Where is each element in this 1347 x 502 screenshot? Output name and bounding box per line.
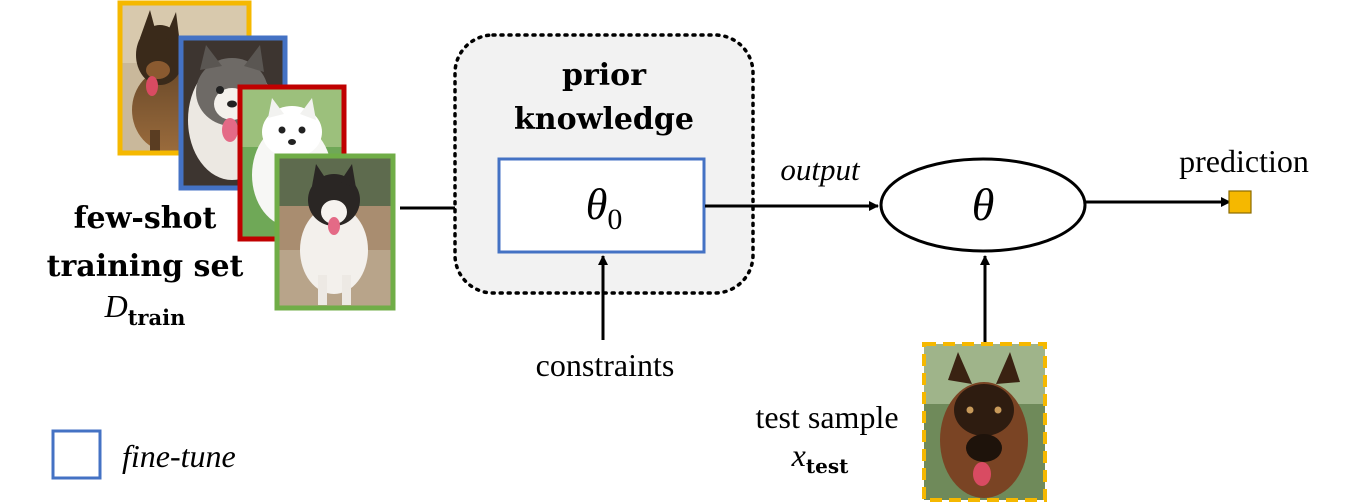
test-sample-label: test sample (755, 399, 898, 435)
model-theta-symbol: θ (972, 179, 995, 230)
training-photos (117, 0, 396, 311)
training-set-letter: D (104, 288, 128, 324)
malamute-photo (274, 153, 396, 311)
test-german-shepherd-photo (922, 342, 1047, 502)
prediction-marker (1228, 190, 1252, 214)
theta0-subscript: 0 (607, 203, 622, 236)
theta0-letter: θ (586, 180, 608, 229)
training-label-line1: few-shot (74, 201, 217, 236)
test-sample-letter: x (791, 437, 806, 473)
prior-knowledge-title-line2: knowledge (514, 102, 694, 137)
training-label-line2: training set (47, 249, 244, 284)
fine-tune-legend-label: fine-tune (122, 438, 236, 474)
training-set-symbol: Dtrain (104, 288, 186, 330)
prediction-label: prediction (1179, 143, 1309, 179)
test-sample-subscript: test (806, 454, 849, 478)
output-label: output (780, 152, 861, 187)
model-theta-node (879, 157, 1087, 253)
constraints-label: constraints (536, 347, 675, 383)
prior-knowledge-title-line1: prior (562, 58, 647, 93)
fine-tune-legend-swatch (51, 429, 102, 480)
training-set-subscript: train (128, 305, 186, 330)
theta0-symbol: θ0 (586, 180, 623, 236)
theta0-parameter-box (497, 157, 706, 254)
test-sample-symbol: xtest (791, 437, 849, 478)
